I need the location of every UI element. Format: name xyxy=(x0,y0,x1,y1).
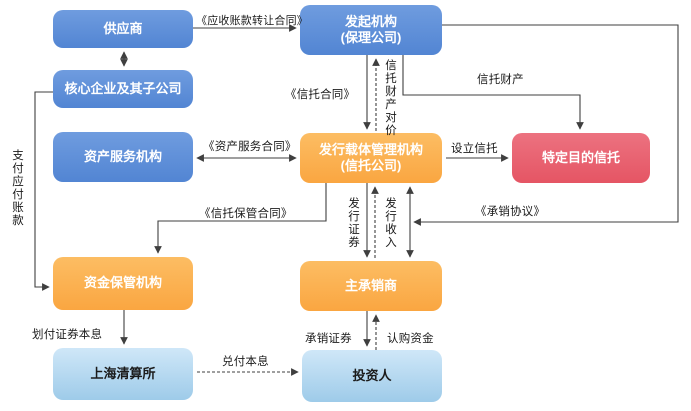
node-supplier-label: 供应商 xyxy=(103,20,143,36)
node-asset-servicer-label: 资产服务机构 xyxy=(83,148,162,164)
connector-underwriting-agreement xyxy=(413,24,679,226)
edge-label-trust-custody-contract: 《信托保管合同》 xyxy=(199,208,293,220)
node-core-enterprise: 核心企业及其子公司 xyxy=(53,70,193,108)
node-lead-underwriter: 主承销商 xyxy=(300,261,442,311)
node-special-purpose-trust: 特定目的信托 xyxy=(512,133,650,183)
node-special-purpose-trust-label: 特定目的信托 xyxy=(541,149,620,165)
node-core-enterprise-label: 核心企业及其子公司 xyxy=(64,80,182,96)
edge-label-underwrite-securities: 承销证券 xyxy=(305,333,352,345)
node-originator: 发起机构 (保理公司) xyxy=(300,5,442,55)
node-supplier: 供应商 xyxy=(53,10,193,48)
edge-label-transfer-principal-interest: 划付证券本息 xyxy=(32,329,103,341)
node-issuer-manager: 发行载体管理机构 (信托公司) xyxy=(300,133,442,183)
node-issuer-manager-sublabel: (信托公司) xyxy=(340,158,402,173)
edge-label-underwriting-agreement: 《承销协议》 xyxy=(475,206,546,218)
node-asset-servicer: 资产服务机构 xyxy=(53,132,193,182)
node-investors: 投资人 xyxy=(302,350,442,402)
node-issuer-manager-label: 发行载体管理机构 xyxy=(318,141,423,157)
edge-label-trust-property-consideration: 信托财产对价 xyxy=(384,59,396,137)
edge-label-pay-accounts-payable: 支付应付账款 xyxy=(11,149,23,227)
edge-label-subscription-funds: 认购资金 xyxy=(387,333,434,345)
edge-label-issue-securities: 发行证券 xyxy=(347,197,359,249)
edge-label-redeem-principal-interest: 兑付本息 xyxy=(222,356,269,368)
edge-label-trust-contract: 《信托合同》 xyxy=(285,89,356,101)
edge-label-asset-service-contract: 《资产服务合同》 xyxy=(203,141,297,153)
edge-label-issuance-proceeds: 发行收入 xyxy=(384,197,396,249)
edge-label-receivables-transfer-contract: 《应收账款转让合同》 xyxy=(196,15,308,27)
connector-trust-property xyxy=(402,55,584,130)
node-shanghai-clearing-house-label: 上海清算所 xyxy=(90,365,156,381)
node-investors-label: 投资人 xyxy=(352,367,392,383)
edge-label-establish-trust: 设立信托 xyxy=(451,143,498,155)
node-originator-label: 发起机构 xyxy=(344,13,397,29)
edge-label-trust-property: 信托财产 xyxy=(477,74,524,86)
node-originator-sublabel: (保理公司) xyxy=(340,30,402,45)
node-fund-custodian-label: 资金保管机构 xyxy=(83,275,162,291)
node-lead-underwriter-label: 主承销商 xyxy=(344,277,397,293)
node-shanghai-clearing-house: 上海清算所 xyxy=(53,348,193,400)
node-fund-custodian: 资金保管机构 xyxy=(53,257,193,310)
connector-pay-accounts-payable xyxy=(34,91,53,291)
